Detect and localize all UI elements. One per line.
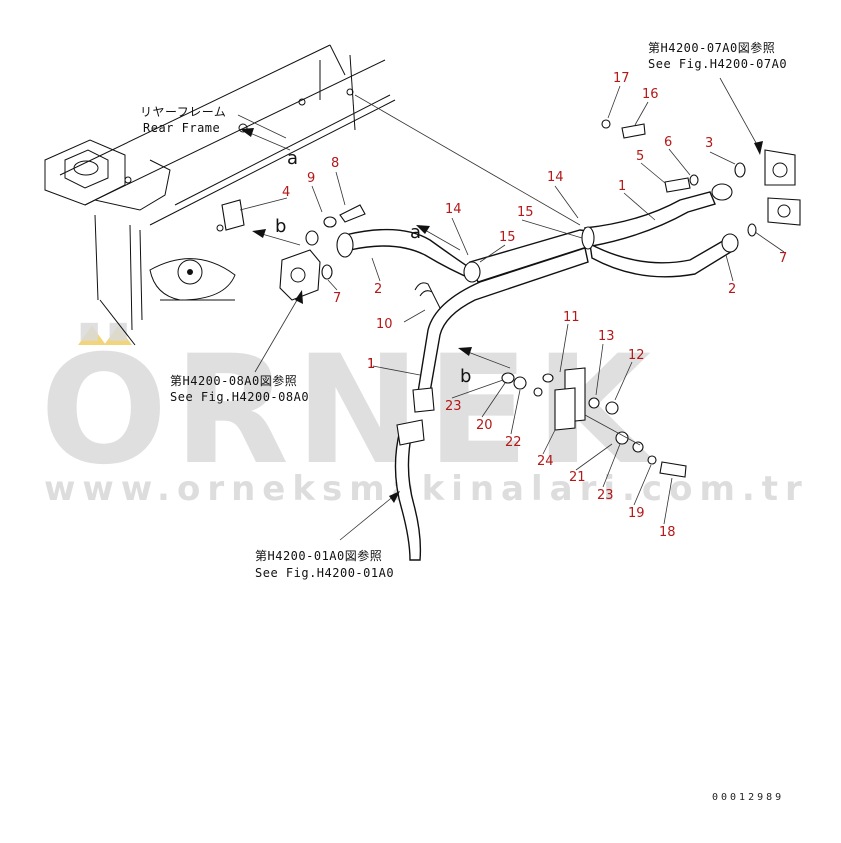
part-number: 16 (642, 87, 659, 102)
view-letter-b-bracket: b (460, 366, 471, 387)
right-fittings (601, 119, 801, 237)
part-number: 12 (628, 348, 645, 363)
part-number: 4 (282, 185, 290, 200)
part-number: 19 (628, 506, 645, 521)
part-number: 21 (569, 470, 586, 485)
part-number: 8 (331, 156, 339, 171)
part-number: 15 (499, 230, 516, 245)
watermark-url: www.orneksmakinalari.com.tr (44, 469, 809, 509)
leader-lines (237, 77, 763, 541)
part-number: 2 (728, 282, 736, 297)
part-number: 23 (597, 488, 614, 503)
part-number: 23 (445, 399, 462, 414)
part-number: 24 (537, 454, 554, 469)
part-number: 5 (636, 149, 644, 164)
bracket-group (501, 367, 687, 478)
part-number: 15 (517, 205, 534, 220)
part-number: 14 (445, 202, 462, 217)
watermark-accent-left (78, 326, 106, 345)
watermark-accent-right (104, 326, 132, 345)
part-number: 14 (547, 170, 564, 185)
drawing-number: 00012989 (712, 792, 784, 803)
part-number: 6 (664, 135, 672, 150)
part-number: 17 (613, 71, 630, 86)
part-number: 2 (374, 282, 382, 297)
view-letter-a-frame: a (287, 148, 298, 169)
reference-labels: リヤーフレーム Rear Frame 第H4200-07A0図参照 See Fi… (140, 40, 787, 803)
part-number: 13 (598, 329, 615, 344)
ref-07-label-jp: 第H4200-07A0図参照 (648, 40, 775, 55)
watermark-brand: ÖRNEK (40, 322, 657, 498)
ref-08-label-jp: 第H4200-08A0図参照 (170, 373, 297, 388)
rear-frame (44, 44, 396, 346)
ref-01-label-jp: 第H4200-01A0図参照 (255, 548, 382, 563)
part-number: 22 (505, 435, 522, 450)
left-fittings (221, 199, 366, 301)
part-number: 9 (307, 171, 315, 186)
part-number: 7 (333, 291, 341, 306)
hose-assembly (336, 183, 739, 561)
part-number: 10 (376, 317, 393, 332)
ref-07-label-en: See Fig.H4200-07A0 (648, 57, 787, 71)
part-number: 7 (779, 251, 787, 266)
callout-leaders (239, 85, 785, 525)
reference-line-frame (354, 94, 581, 226)
view-arrows (240, 128, 511, 369)
part-number: 1 (618, 179, 626, 194)
ref-08-label-en: See Fig.H4200-08A0 (170, 390, 309, 404)
part-number: 18 (659, 525, 676, 540)
part-number: 1 (367, 357, 375, 372)
part-number-callouts: 1 1 1 2 2 3 4 5 6 7 7 8 9 10 11 12 13 14… (282, 71, 787, 540)
watermark: ÖRNEK www.orneksmakinalari.com.tr (40, 322, 809, 509)
part-number: 20 (476, 418, 493, 433)
rear-frame-label-en: Rear Frame (143, 121, 220, 135)
view-letters: a b a b (275, 148, 471, 387)
view-letter-a-hose: a (410, 222, 421, 243)
view-letter-b-frame: b (275, 216, 286, 237)
part-number: 1 (367, 357, 375, 372)
rear-frame-label-jp: リヤーフレーム (140, 105, 226, 119)
part-number: 3 (705, 136, 713, 151)
part-number: 11 (563, 310, 580, 325)
ref-01-label-en: See Fig.H4200-01A0 (255, 566, 394, 580)
